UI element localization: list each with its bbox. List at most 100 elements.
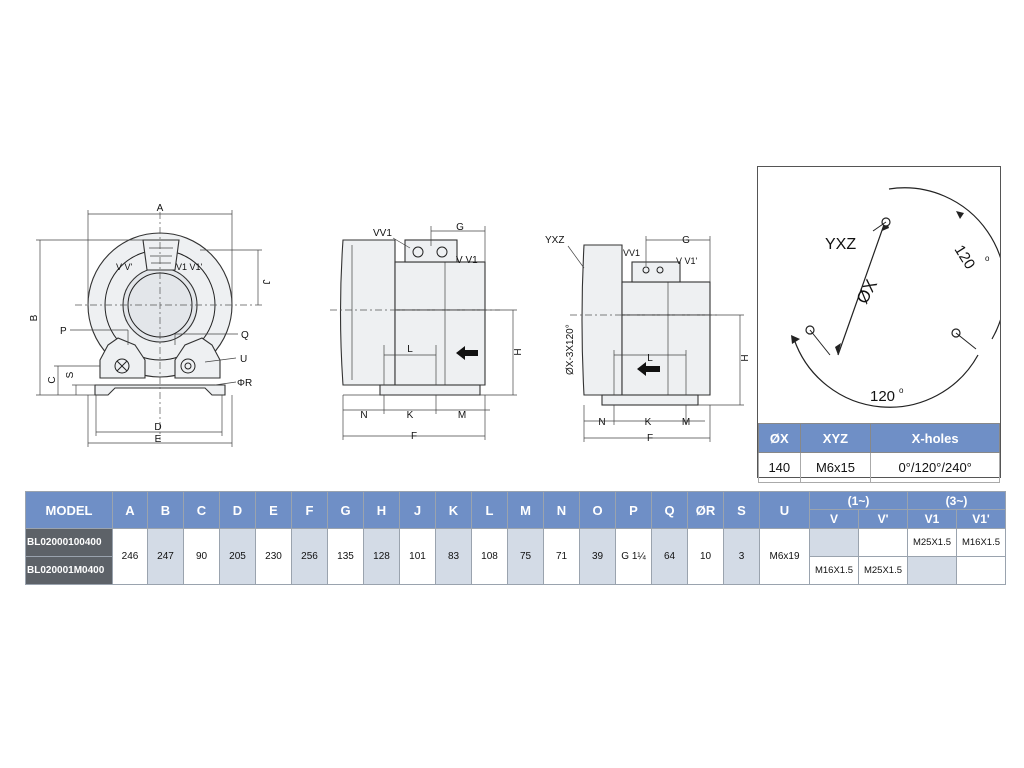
- col-group-single-phase: (1~): [809, 491, 908, 510]
- dim-label-u: U: [240, 354, 247, 365]
- dim-label-g3: G: [682, 235, 690, 246]
- col-header-j: J: [399, 491, 436, 529]
- col-header-f: F: [291, 491, 328, 529]
- hole-value-thread: M6x15: [799, 452, 872, 483]
- hole-value-angles: 0°/120°/240°: [870, 452, 1000, 483]
- angle-bottom-label: 120: [870, 388, 895, 405]
- hole-header-thread: XYZ: [799, 423, 872, 453]
- thread-cell-v1: [907, 556, 957, 585]
- thread-cell-v1-prime: M16X1.5: [956, 528, 1006, 557]
- dim-label-e: E: [155, 434, 162, 445]
- value-cell-g: 135: [327, 528, 364, 585]
- front-view: A B C S J D E P Q U ΦR: [29, 203, 271, 447]
- value-cell-q: 64: [651, 528, 688, 585]
- dim-label-n3: N: [598, 417, 605, 428]
- dim-label-r: ΦR: [237, 378, 252, 389]
- col-header-v-prime: V': [858, 509, 908, 529]
- col-header-k: K: [435, 491, 472, 529]
- dimension-spec-table: MODEL A B C D E F G H J K L M N O P Q ØR…: [25, 491, 1006, 585]
- angle-top-degree: o: [985, 254, 990, 263]
- vv1-right-label-3: V V1': [676, 256, 698, 266]
- col-header-v: V: [809, 509, 859, 529]
- dim-label-h3: H: [738, 354, 749, 361]
- dim-label-k3: K: [645, 417, 652, 428]
- hole-spec-table: ØX XYZ X-holes 140 M6x15 0°/120°/240°: [758, 423, 1000, 483]
- dim-label-f: F: [411, 431, 417, 442]
- value-cell-l: 108: [471, 528, 508, 585]
- dim-label-d: D: [154, 422, 161, 433]
- vv1-label: VV1: [373, 228, 392, 239]
- col-header-r: ØR: [687, 491, 724, 529]
- col-header-p: P: [615, 491, 652, 529]
- value-cell-u: M6x19: [759, 528, 810, 585]
- col-header-c: C: [183, 491, 220, 529]
- col-header-n: N: [543, 491, 580, 529]
- col-header-e: E: [255, 491, 292, 529]
- thread-cell-v: [809, 528, 859, 557]
- port-label-v: V V': [116, 262, 133, 272]
- col-header-d: D: [219, 491, 256, 529]
- dim-label-a: A: [157, 203, 164, 214]
- thread-cell-v1-prime: [956, 556, 1006, 585]
- hole-header-angles: X-holes: [870, 423, 1000, 453]
- col-header-q: Q: [651, 491, 688, 529]
- col-header-m: M: [507, 491, 544, 529]
- dim-label-m3: M: [682, 417, 690, 428]
- col-header-g: G: [327, 491, 364, 529]
- vv1-label-3: VV1: [623, 248, 640, 258]
- angle-top-label: 120: [951, 242, 979, 272]
- dim-label-k: K: [407, 410, 414, 421]
- angle-bottom-degree: o: [899, 386, 904, 395]
- dim-label-b: B: [29, 314, 40, 321]
- side-view-single-phase: L VV1 V V1 G H N K M F: [330, 222, 522, 442]
- dim-label-l3: L: [647, 353, 653, 364]
- col-header-a: A: [112, 491, 148, 529]
- table-row: BL02000100400 246 247 90 205 230 256 135…: [25, 528, 1006, 585]
- dim-label-g: G: [456, 222, 464, 233]
- dim-label-p: P: [60, 326, 67, 337]
- dim-label-n: N: [360, 410, 367, 421]
- value-cell-h: 128: [363, 528, 400, 585]
- col-header-s: S: [723, 491, 760, 529]
- value-cell-j: 101: [399, 528, 436, 585]
- value-cell-b: 247: [147, 528, 184, 585]
- col-header-u: U: [759, 491, 810, 529]
- yxz-hole-label: YXZ: [825, 236, 856, 253]
- value-cell-s: 3: [723, 528, 760, 585]
- value-cell-k: 83: [435, 528, 472, 585]
- model-cell: BL02000100400: [25, 528, 113, 557]
- dim-label-l: L: [407, 344, 413, 355]
- dim-label-s: S: [65, 371, 76, 378]
- value-cell-p: G 1¼: [615, 528, 652, 585]
- value-cell-d: 205: [219, 528, 256, 585]
- hole-header-diameter: ØX: [758, 423, 801, 453]
- thread-cell-v: M16X1.5: [809, 556, 859, 585]
- table-row: BL020001M0400 M16X1.5 M25X1.5: [25, 556, 1006, 585]
- dim-label-j: J: [260, 280, 271, 285]
- dim-label-h: H: [511, 348, 522, 355]
- value-cell-f: 256: [291, 528, 328, 585]
- hole-pattern-panel: YXZ ØX 120 o 120 o ØX XYZ X-holes 140 M6…: [757, 166, 1001, 483]
- col-header-model: MODEL: [25, 491, 113, 529]
- value-cell-n: 71: [543, 528, 580, 585]
- vv1-right-label: V V1: [456, 255, 478, 266]
- value-cell-c: 90: [183, 528, 220, 585]
- side-view-three-phase: L YXZ ØX-3X120° VV1 V V1' G H N K M F: [545, 235, 749, 444]
- dim-label-q: Q: [241, 330, 249, 341]
- hole-spec-label: ØX-3X120°: [565, 324, 576, 375]
- hole-value-diameter: 140: [758, 452, 801, 483]
- thread-cell-v-prime: [858, 528, 908, 557]
- hole-pattern-diagram: YXZ ØX 120 o 120 o: [791, 187, 1000, 408]
- thread-cell-v1: M25X1.5: [907, 528, 957, 557]
- col-header-b: B: [147, 491, 184, 529]
- thread-cell-v-prime: M25X1.5: [858, 556, 908, 585]
- col-header-v1-prime: V1': [956, 509, 1006, 529]
- col-header-o: O: [579, 491, 616, 529]
- dim-label-f3: F: [647, 433, 653, 444]
- value-cell-a: 246: [112, 528, 148, 585]
- value-cell-r: 10: [687, 528, 724, 585]
- value-cell-m: 75: [507, 528, 544, 585]
- value-cell-o: 39: [579, 528, 616, 585]
- dim-label-c: C: [47, 376, 58, 383]
